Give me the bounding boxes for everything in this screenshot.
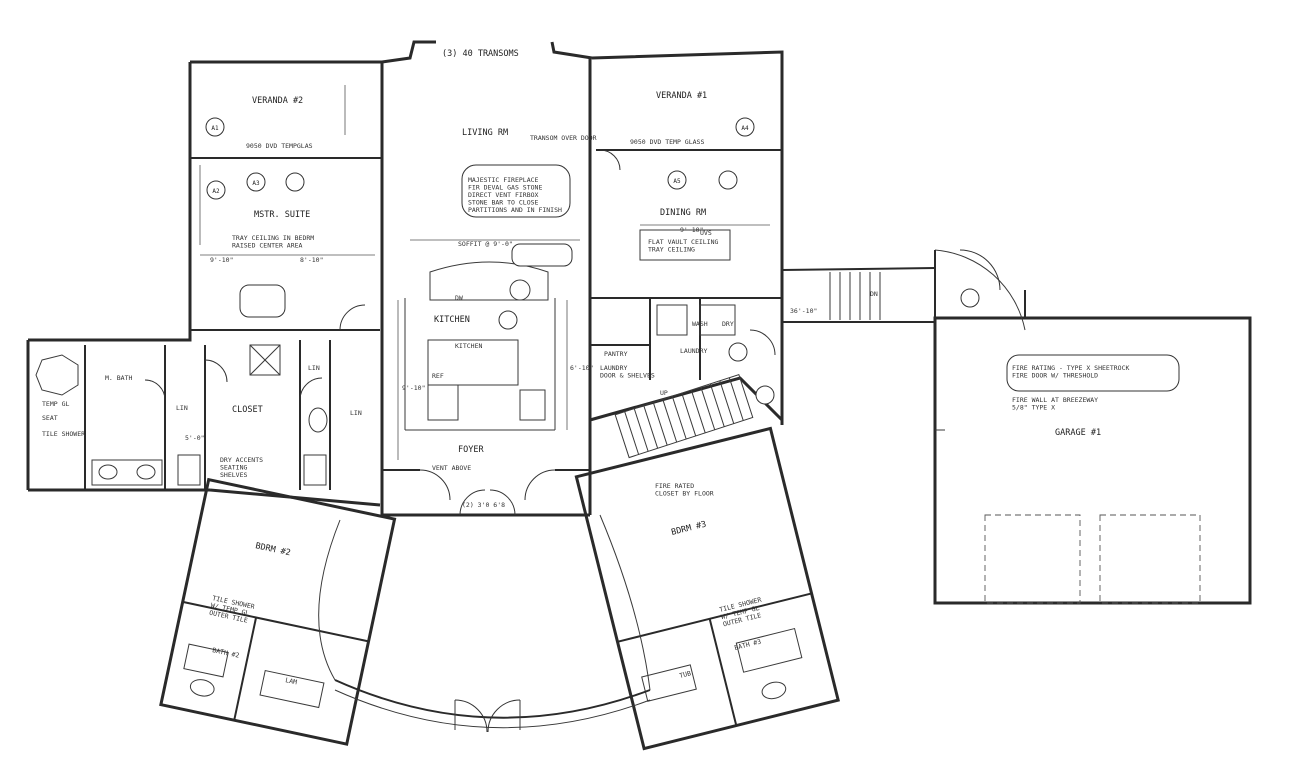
label-dining: DINING RM: [660, 208, 706, 218]
note-tile-bath2: TILE SHOWERW/ TEMP GLOUTER TILE: [208, 594, 255, 625]
label-lin1: LIN: [176, 404, 188, 412]
label-bdrm3: BDRM #3: [670, 520, 707, 538]
label-bdrm2: BDRM #2: [254, 541, 291, 558]
label-ref: REF: [432, 372, 444, 380]
label-bath2: BATH #2: [212, 646, 241, 660]
label-up: UP: [660, 389, 668, 397]
label-laundry: LAUNDRY: [680, 347, 707, 355]
tag-a3: A3: [252, 180, 260, 187]
dining-fixtures: [639, 229, 736, 336]
label-temp-gl: TEMP GL: [42, 400, 69, 408]
master-bath-fixtures: [35, 344, 328, 486]
dim-7: 36'-10": [790, 307, 817, 315]
label-tub: TUB: [679, 669, 692, 680]
kitchen-fixtures: [404, 261, 556, 431]
label-dw: DW: [455, 294, 463, 302]
label-living: LIVING RM: [462, 128, 508, 138]
main-stair: [614, 373, 754, 459]
label-transom-over: TRANSOM OVER DOOR: [530, 134, 597, 142]
dim-2: 8'-10": [300, 256, 323, 264]
label-wash: WASH: [692, 320, 708, 328]
dim-5: 6'-10": [570, 364, 593, 372]
tag-a1: A1: [211, 125, 219, 132]
tag-a4: A4: [741, 125, 749, 132]
label-double-door: (2) 3'0 6'8: [462, 501, 505, 509]
label-vent-above: VENT ABOVE: [432, 464, 471, 472]
main-house-walls: [26, 40, 936, 517]
label-dry: DRY: [722, 320, 734, 328]
label-lin3: LIN: [350, 409, 362, 417]
label-seat: SEAT: [42, 414, 58, 422]
label-kitchen: KITCHEN: [434, 315, 470, 325]
garage-block: [933, 249, 1252, 605]
label-lin2: LIN: [308, 364, 320, 372]
note-tile-bath3: TILE SHOWERW/ TEMP GLOUTER TILE: [719, 596, 766, 629]
dim-1: 9'-10": [210, 256, 233, 264]
label-dn: DN: [870, 290, 878, 298]
bdrm3-wing: [574, 426, 840, 751]
label-kitchen-area: KITCHEN: [455, 342, 482, 350]
dimension-labels: 9'-10" 8'-10" 9'-10" 9'-10" 6'-10" 5'-0"…: [185, 226, 817, 442]
section-tag-labels: A1 A2 A3 A4 A5: [211, 125, 749, 195]
door-swings: [144, 149, 1001, 516]
label-master-bath: M. BATH: [105, 374, 132, 382]
dim-3: 9'-10": [680, 226, 703, 234]
label-uvs: UVS: [700, 229, 712, 237]
label-veranda2: VERANDA #2: [252, 96, 303, 106]
label-pantry: PANTRY: [604, 350, 628, 358]
label-top-windows: (3) 40 TRANSOMS: [442, 49, 519, 59]
label-closet: CLOSET: [232, 405, 263, 415]
label-master-suite: MSTR. SUITE: [254, 210, 310, 220]
dim-4: 9'-10": [402, 384, 425, 392]
label-garage: GARAGE #1: [1055, 428, 1101, 438]
section-tags: [205, 117, 980, 405]
label-veranda1: VERANDA #1: [656, 91, 707, 101]
bdrm2-wing: [159, 477, 397, 746]
label-lam: LAM: [285, 676, 298, 686]
label-soffit: SOFFIT @ 9'-0": [458, 240, 513, 248]
note-clouds: [239, 164, 1180, 392]
note-veranda2-window: 9050 DVD TEMPGLAS: [246, 142, 313, 150]
note-veranda1-window: 9050 DVD TEMP GLASS: [630, 138, 704, 146]
label-foyer: FOYER: [458, 445, 484, 455]
tag-a5: A5: [673, 178, 681, 185]
label-bath3: BATH #3: [734, 638, 763, 652]
tag-a2: A2: [212, 188, 220, 195]
breezeway-steps: [829, 272, 881, 320]
dim-6: 5'-0": [185, 434, 205, 442]
dimension-lines: [199, 85, 770, 460]
label-tile-shower: TILE SHOWER: [42, 430, 85, 438]
courtyard-arc: [318, 514, 651, 733]
